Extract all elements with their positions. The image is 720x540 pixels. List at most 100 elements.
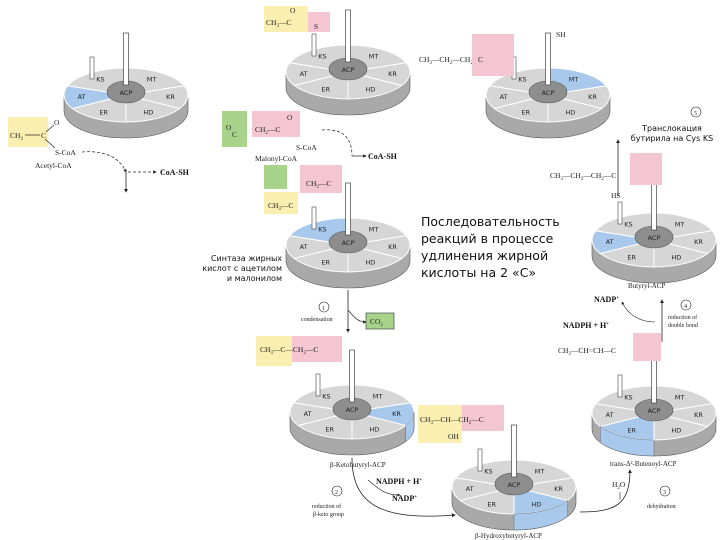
domain-label-ks: KS bbox=[96, 76, 104, 84]
domain-label-kr: KR bbox=[166, 93, 175, 101]
svg-text:C: C bbox=[41, 131, 46, 140]
domain-label-kr: KR bbox=[388, 70, 397, 78]
co2-box bbox=[365, 312, 395, 330]
domain-kr bbox=[653, 230, 717, 255]
acetyl-transfer-arrow bbox=[81, 151, 127, 173]
domain-kr bbox=[547, 85, 611, 110]
coa-sh-left: CoA-SH bbox=[160, 168, 190, 177]
domain-label-hd: HD bbox=[369, 425, 379, 433]
step3-label: dehydration bbox=[647, 504, 676, 510]
acp-label: ACP bbox=[342, 66, 355, 74]
domain-label-mt: MT bbox=[569, 76, 579, 84]
domain-label-er: ER bbox=[627, 426, 636, 434]
domain-hd bbox=[351, 411, 407, 440]
domain-label-mt: MT bbox=[369, 53, 379, 61]
domain-kr bbox=[653, 403, 717, 428]
svg-text:CH3—CH2—CH2: CH3—CH2—CH2 bbox=[419, 55, 473, 66]
domain-label-kr: KR bbox=[554, 485, 563, 493]
acp-phosphopantetheine-arm bbox=[123, 32, 129, 86]
nadp-step4: NADP+ bbox=[594, 295, 619, 304]
malonyl-green bbox=[222, 111, 247, 147]
malonyl-on-acp: CH2—C CH3—C bbox=[264, 165, 342, 214]
hydroxybutyryl-label: β-Hydroxybutyryl-ACP bbox=[475, 532, 542, 540]
butyryl-chain-top: CH3—CH2—CH2 C bbox=[419, 34, 514, 76]
nadph-step2: NADPH + H+ bbox=[376, 477, 422, 486]
svg-text:O: O bbox=[290, 6, 296, 15]
domain-label-mt: MT bbox=[675, 221, 685, 229]
domain-kr bbox=[347, 62, 411, 87]
acp-label: ACP bbox=[508, 481, 521, 489]
step2-label-1: reduction of bbox=[312, 503, 341, 510]
domain-label-at: AT bbox=[304, 410, 312, 418]
ks-cysteine-pin bbox=[617, 374, 623, 398]
domain-label-er: ER bbox=[521, 108, 530, 116]
acp-phosphopantetheine-arm bbox=[345, 182, 351, 236]
hydroxybutyryl-chain: CH3—CH—CH2—C OH bbox=[418, 405, 504, 443]
nadph-step4: NADPH + H+ bbox=[563, 321, 609, 330]
svg-text:S: S bbox=[314, 22, 318, 31]
butenoyl-label: trans-Δ²-Butenoyl-ACP bbox=[610, 460, 677, 468]
step4-label-2: double bond bbox=[668, 323, 698, 329]
coa-sh-middle: CoA-SH bbox=[368, 152, 398, 161]
domain-label-mt: MT bbox=[147, 76, 157, 84]
domain-er bbox=[71, 94, 127, 123]
step2-label-2: β-keto group bbox=[313, 512, 344, 518]
butyryl-chain-right: CH3—CH2—CH2—C bbox=[550, 153, 662, 185]
acp-label: ACP bbox=[648, 234, 661, 242]
ketobutyryl-chain: CH3—C—CH2—C bbox=[256, 336, 342, 366]
svg-text:CH2—C: CH2—C bbox=[306, 179, 331, 190]
step5-number: 5 bbox=[694, 111, 697, 117]
top-right-note: Транслокация бутирила на Cys KS bbox=[630, 124, 714, 143]
domain-label-ks: KS bbox=[484, 468, 492, 476]
domain-label-at: AT bbox=[606, 411, 614, 419]
malonyl-coa-name: Malonyl-CoA bbox=[255, 154, 298, 163]
svg-text:C: C bbox=[478, 55, 483, 64]
domain-hd bbox=[547, 94, 603, 123]
thiol-hs-right: HS bbox=[611, 191, 621, 200]
domain-label-hd: HD bbox=[365, 258, 375, 266]
domain-er bbox=[459, 486, 515, 515]
malonyl-pink bbox=[252, 111, 300, 137]
domain-label-at: AT bbox=[500, 93, 508, 101]
thiol-sh-top: SH bbox=[556, 30, 566, 39]
domain-label-ks: KS bbox=[624, 394, 632, 402]
acp-phosphopantetheine-arm bbox=[511, 424, 517, 478]
domain-label-er: ER bbox=[325, 425, 334, 433]
domain-er bbox=[599, 239, 655, 268]
ks-cysteine-pin bbox=[477, 448, 483, 472]
acetyl-coa-structure: CH3 C O S-CoA Acetyl-CoA bbox=[8, 117, 76, 170]
domain-label-at: AT bbox=[300, 243, 308, 251]
acp-label: ACP bbox=[342, 239, 355, 247]
domain-er bbox=[293, 71, 349, 100]
acp-label: ACP bbox=[648, 407, 661, 415]
domain-label-hd: HD bbox=[143, 108, 153, 116]
domain-label-ks: KS bbox=[322, 393, 330, 401]
domain-side-er bbox=[600, 426, 655, 457]
svg-text:O: O bbox=[287, 113, 293, 122]
domain-kr bbox=[513, 477, 577, 502]
svg-text:CH3—C: CH3—C bbox=[268, 201, 293, 212]
domain-side-kr bbox=[405, 411, 415, 442]
svg-text:CH3—CH2—CH2—C: CH3—CH2—CH2—C bbox=[550, 171, 616, 182]
domain-label-at: AT bbox=[466, 485, 474, 493]
ks-cysteine-pin bbox=[311, 33, 317, 57]
domain-label-hd: HD bbox=[531, 500, 541, 508]
ks-cysteine-pin bbox=[311, 206, 317, 230]
svg-text:CH3—C: CH3—C bbox=[266, 18, 291, 29]
domain-hd bbox=[125, 94, 181, 123]
domain-er bbox=[293, 244, 349, 273]
acetyl-coa-name: Acetyl-CoA bbox=[35, 161, 72, 170]
domain-label-er: ER bbox=[627, 253, 636, 261]
domain-label-er: ER bbox=[321, 85, 330, 93]
main-title: Последовательность реакций в процессе уд… bbox=[421, 214, 560, 280]
svg-text:O: O bbox=[226, 123, 232, 132]
acetyl-sco-label: S-CoA bbox=[55, 148, 76, 157]
step2-number: 2 bbox=[335, 490, 338, 496]
